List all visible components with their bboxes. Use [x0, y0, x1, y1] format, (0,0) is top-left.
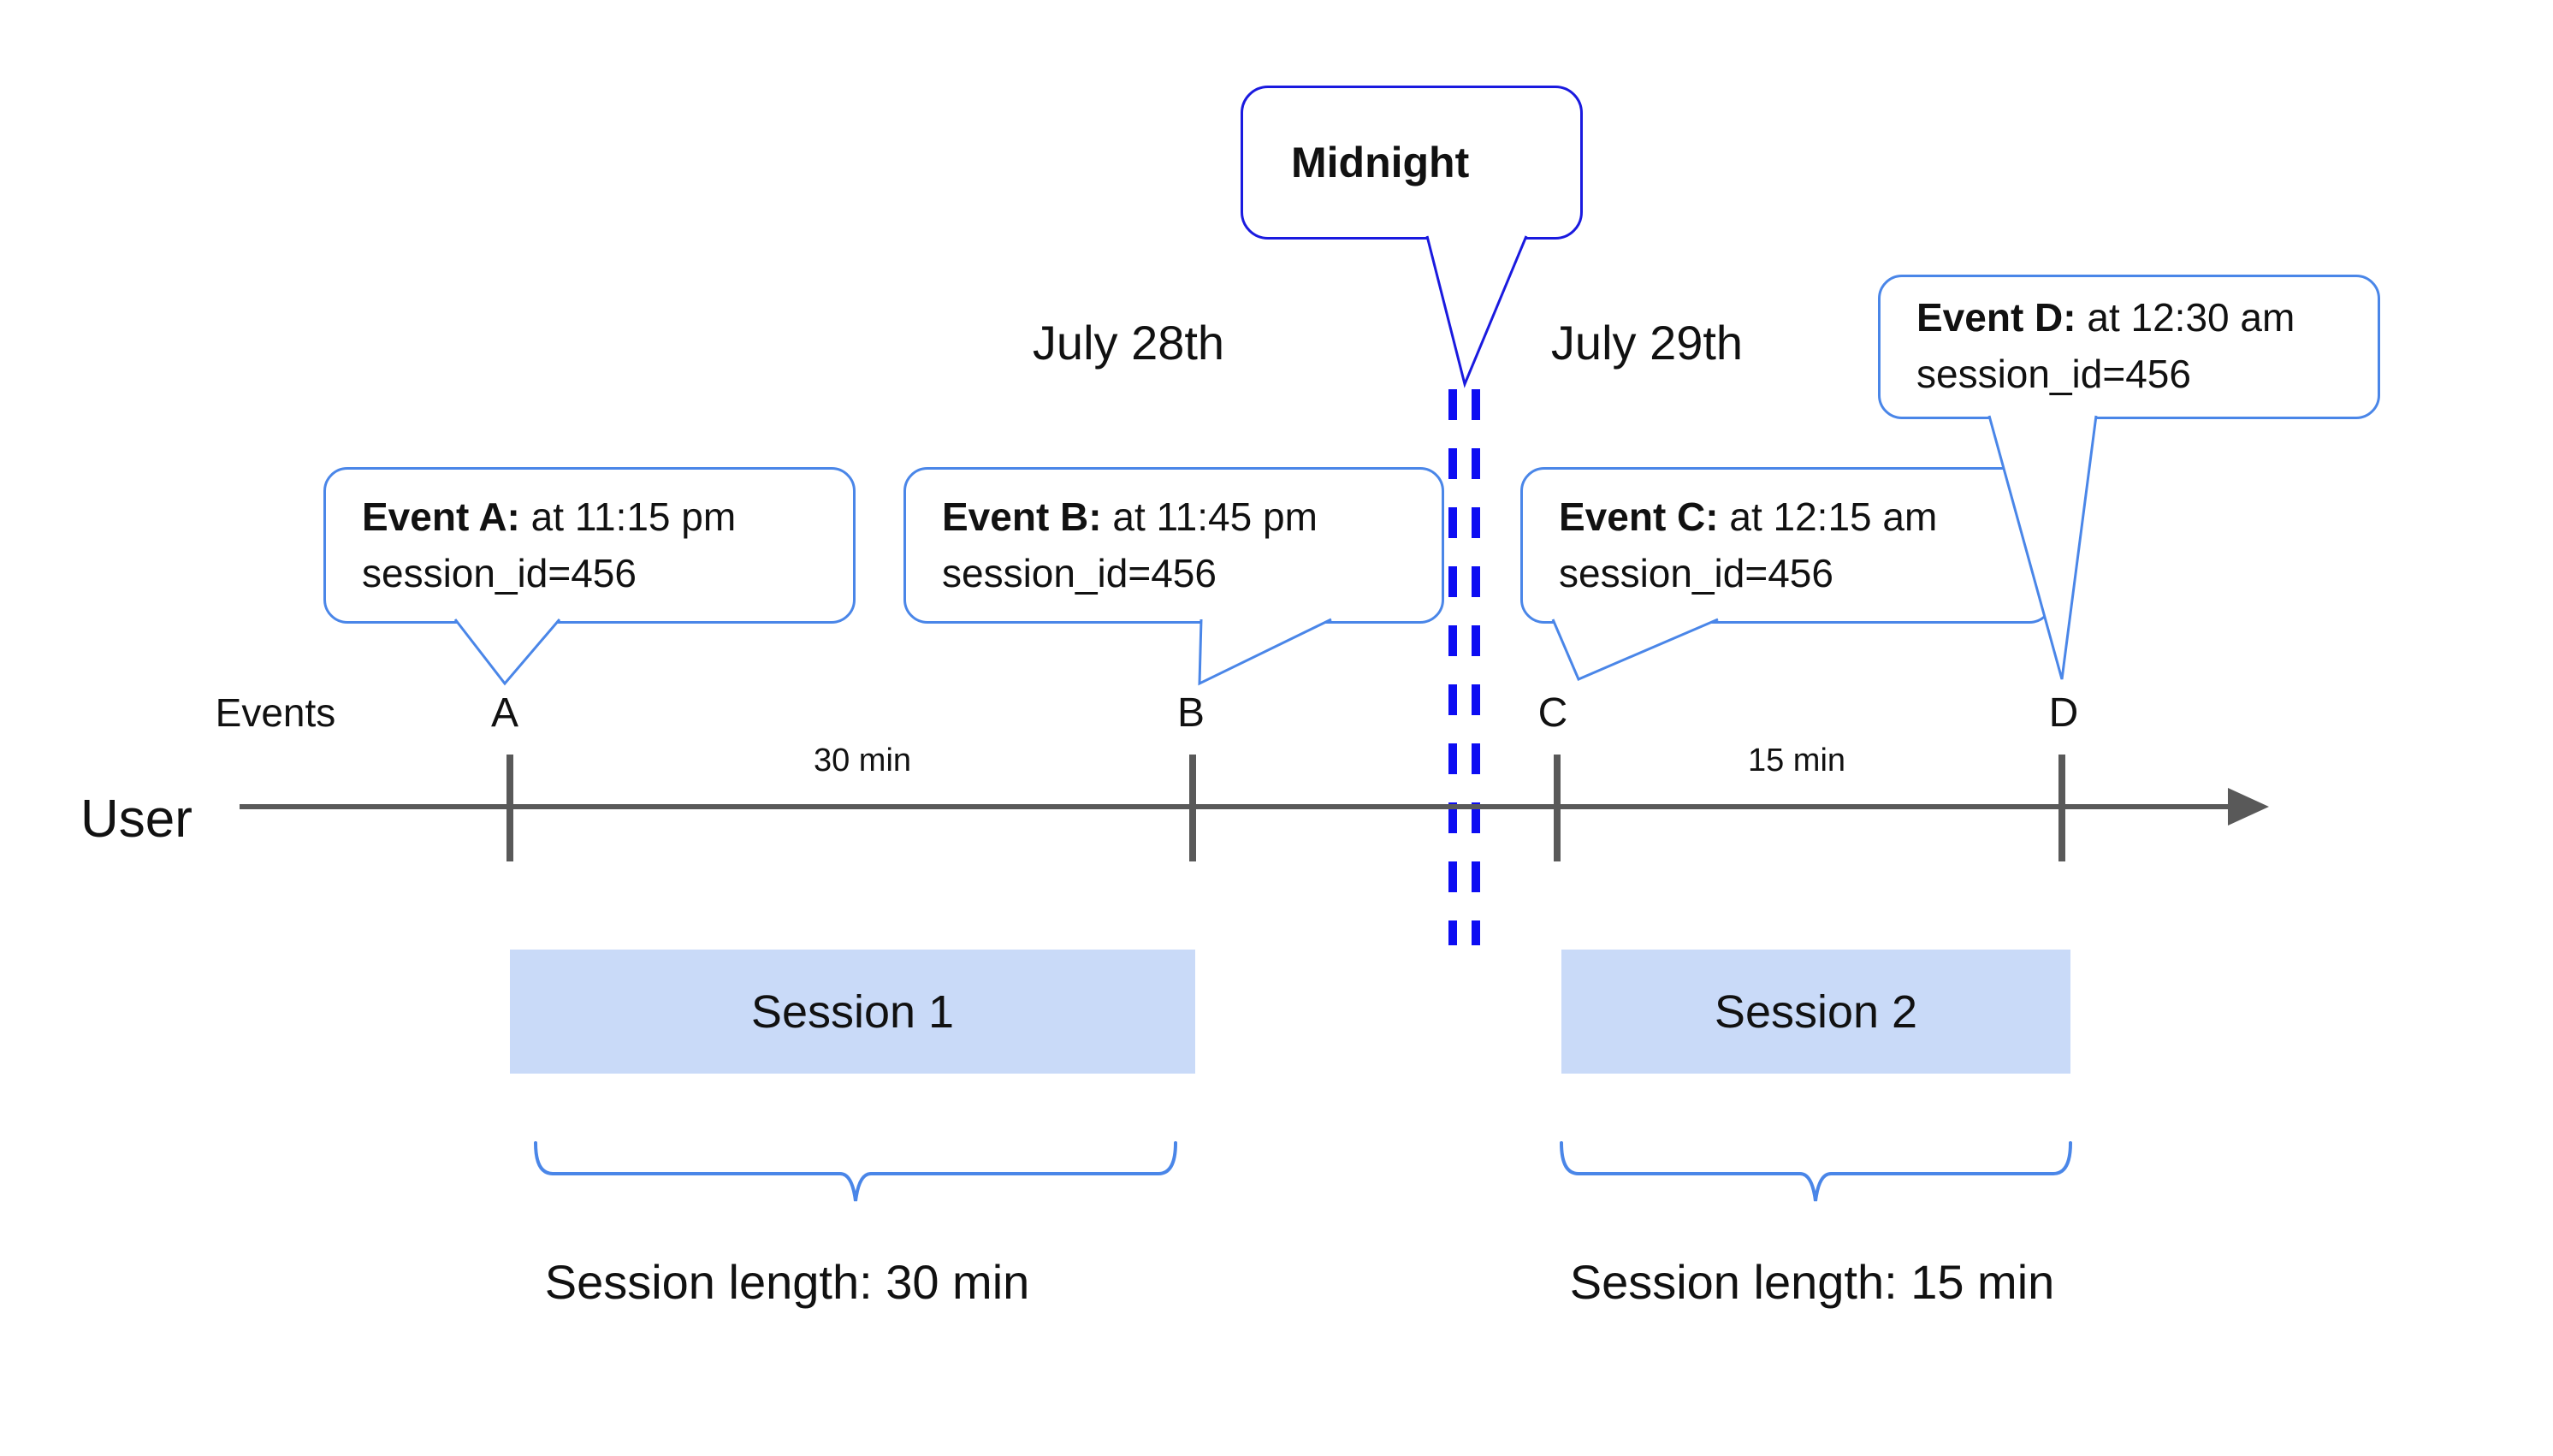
event-b-callout-line1: Event B: at 11:45 pm — [942, 494, 1318, 539]
event-a-callout-line2: session_id=456 — [362, 551, 637, 595]
event-marker-label-b: B — [1176, 690, 1205, 736]
event-marker-label-a: A — [490, 690, 518, 736]
event-b-callout: Event B: at 11:45 pm session_id=456 — [903, 467, 1444, 624]
event-d-callout-line1: Event D: at 12:30 am — [1916, 295, 2295, 340]
event-b-callout-tail — [1198, 618, 1332, 686]
session2-brace — [1560, 1141, 2072, 1202]
interval-label-15min: 15 min — [1747, 743, 1846, 778]
event-c-callout: Event C: at 12:15 am session_id=456 — [1520, 467, 2053, 624]
timeline-arrowhead — [2228, 788, 2269, 826]
session1-box: Session 1 — [510, 950, 1195, 1074]
midnight-callout-label: Midnight — [1291, 139, 1470, 186]
event-a-callout: Event A: at 11:15 pm session_id=456 — [323, 467, 856, 624]
event-a-callout-tail — [453, 619, 561, 686]
events-axis-label: Events — [215, 690, 336, 735]
event-c-callout-line1: Event C: at 12:15 am — [1559, 494, 1938, 539]
date-label-july-28: July 28th — [1032, 316, 1225, 370]
session2-label: Session 2 — [1714, 985, 1918, 1038]
event-marker-label-c: C — [1537, 690, 1568, 736]
event-d-callout: Event D: at 12:30 am session_id=456 — [1878, 275, 2380, 419]
event-d-callout-line2: session_id=456 — [1916, 352, 2191, 396]
midnight-callout: Midnight — [1241, 86, 1583, 240]
event-marker-label-d: D — [2048, 690, 2079, 736]
event-c-callout-tail — [1551, 618, 1719, 681]
event-c-callout-line2: session_id=456 — [1559, 551, 1833, 595]
user-axis-label: User — [80, 790, 193, 849]
date-label-july-29: July 29th — [1550, 316, 1744, 370]
interval-label-30min: 30 min — [813, 743, 912, 778]
session1-brace — [534, 1141, 1177, 1202]
session1-label: Session 1 — [750, 985, 955, 1038]
event-a-callout-line1: Event A: at 11:15 pm — [362, 494, 737, 539]
session1-length-label: Session length: 30 min — [544, 1255, 1030, 1309]
session2-length-label: Session length: 15 min — [1569, 1255, 2055, 1309]
event-b-callout-line2: session_id=456 — [942, 551, 1217, 595]
session2-box: Session 2 — [1561, 950, 2070, 1074]
